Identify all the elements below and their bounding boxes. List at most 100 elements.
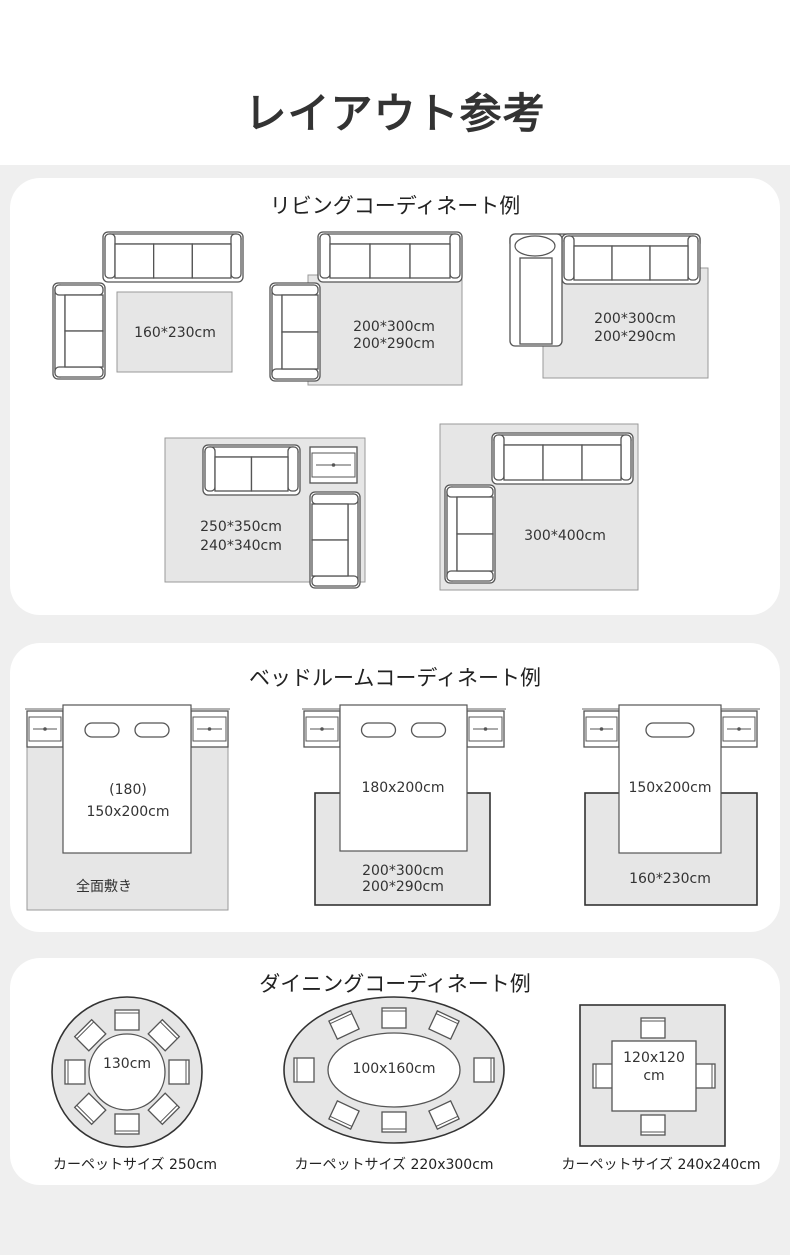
drawer-knob — [43, 727, 47, 731]
bed-size-3: 150x200cm — [628, 780, 711, 796]
table-size-3a: 120x120 — [623, 1050, 685, 1066]
pillow — [410, 722, 447, 738]
sofa-seat — [311, 503, 349, 541]
living-size-2a: 200*300cm — [353, 319, 435, 335]
sofa-arm — [54, 366, 104, 378]
sofa-arm — [311, 575, 359, 587]
sofa-seat — [503, 444, 544, 481]
sofa-seat — [649, 245, 689, 281]
chair — [64, 1059, 86, 1085]
chair-back — [159, 1104, 178, 1123]
chair-seat — [114, 1009, 140, 1031]
page-title: レイアウト参考 — [244, 89, 546, 138]
chair-back — [329, 1013, 353, 1025]
chair — [428, 1010, 460, 1040]
drawer-knob — [599, 727, 604, 731]
sofa-arm — [230, 233, 242, 279]
living-size-3b: 200*290cm — [594, 329, 676, 345]
living-size-1: 160*230cm — [134, 325, 216, 341]
sofa-arm — [287, 446, 299, 492]
living-size-4a: 250*350cm — [200, 519, 282, 535]
chair — [147, 1092, 181, 1126]
bed-size-2: 180x200cm — [361, 780, 444, 796]
chair — [328, 1010, 360, 1040]
chair — [592, 1063, 614, 1089]
bed — [339, 704, 468, 852]
chair — [640, 1017, 666, 1039]
chair-seat — [381, 1111, 407, 1133]
sofa-arm — [104, 233, 116, 279]
sofa-arm — [271, 368, 319, 380]
carpet-caption-1: カーペットサイズ 250cm — [53, 1157, 217, 1173]
chair-seat — [147, 1018, 181, 1052]
chair — [694, 1063, 716, 1089]
chair-seat — [114, 1113, 140, 1135]
sofa-seat — [153, 243, 193, 279]
sofa-seat — [281, 294, 319, 333]
rug-size-3: 160*230cm — [629, 871, 711, 887]
sofa-seat — [581, 444, 622, 481]
drawer-knob — [331, 463, 336, 467]
dining-heading: ダイニングコーディネート例 — [259, 972, 531, 996]
chair — [328, 1100, 360, 1130]
sofa-arm — [620, 434, 632, 481]
sofa-seat — [114, 243, 155, 279]
sofa-arm — [446, 486, 494, 498]
living-size-3a: 200*300cm — [594, 311, 676, 327]
chair-seat — [428, 1010, 460, 1040]
living-size-5: 300*400cm — [524, 528, 606, 544]
table-size-2: 100x160cm — [352, 1061, 435, 1077]
living-heading: リビングコーディネート例 — [270, 194, 521, 218]
chair — [428, 1100, 460, 1130]
round-table — [88, 1033, 166, 1111]
drawer-knob — [737, 727, 741, 731]
chair — [293, 1057, 315, 1083]
sofa-seat — [573, 245, 613, 281]
sofa-seat — [191, 243, 232, 279]
sofa-seat — [250, 456, 289, 492]
sofa-cushion — [514, 235, 556, 257]
chair-seat — [381, 1007, 407, 1029]
pillow — [645, 722, 695, 738]
sofa-seat — [456, 496, 494, 535]
chair-seat — [168, 1059, 190, 1085]
rug-size-1: 全面敷き — [76, 878, 132, 895]
chair-back — [76, 1021, 95, 1040]
sofa-seat — [611, 245, 651, 281]
sofa-arm — [54, 284, 104, 296]
sofa-back — [104, 233, 242, 245]
bedroom-heading: ベッドルームコーディネート例 — [249, 666, 541, 690]
sofa-arm — [311, 493, 359, 505]
chair-seat — [293, 1057, 315, 1083]
drawer-knob — [483, 727, 488, 731]
rug — [116, 291, 233, 373]
sofa-arm — [687, 235, 699, 281]
chair-seat — [428, 1100, 460, 1130]
chair — [473, 1057, 495, 1083]
chair-seat — [73, 1018, 107, 1052]
chair-seat — [328, 1010, 360, 1040]
rug-size-2b: 200*290cm — [362, 879, 444, 895]
chair-seat — [640, 1114, 666, 1136]
sofa-seat — [64, 330, 104, 368]
pillow — [360, 722, 397, 738]
sofa-back — [271, 284, 283, 380]
sofa-seat — [214, 456, 253, 492]
pillow — [134, 722, 170, 738]
sofa-arm — [563, 235, 575, 281]
sofa-seat — [519, 257, 553, 345]
chair-back — [329, 1115, 353, 1127]
sofa-arm — [204, 446, 216, 492]
chair — [381, 1111, 407, 1133]
sofa-arm — [271, 284, 319, 296]
chair — [640, 1114, 666, 1136]
bed-size-1b: 150x200cm — [86, 804, 169, 820]
chair — [114, 1009, 140, 1031]
sofa-back — [446, 486, 458, 582]
sofa-back — [563, 235, 699, 247]
rug-size-2a: 200*300cm — [362, 863, 444, 879]
sofa-back — [493, 434, 632, 446]
sofa-arm — [446, 570, 494, 582]
sofa-back — [54, 284, 66, 378]
